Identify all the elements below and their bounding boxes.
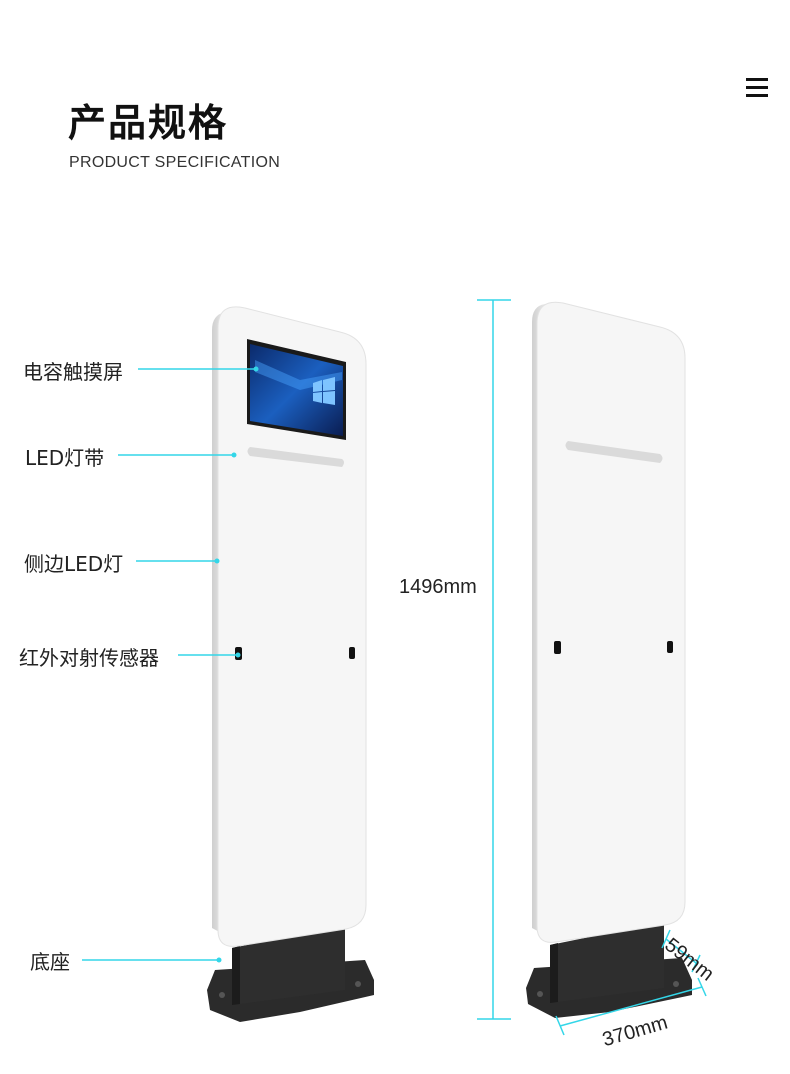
callout-led-strip-label: LED灯带 bbox=[25, 446, 105, 470]
front-view-kiosk bbox=[207, 306, 374, 1022]
dimension-lines bbox=[477, 299, 707, 1036]
rear-ir-sensor-left bbox=[554, 641, 561, 654]
pedestal bbox=[232, 925, 345, 1005]
page-subtitle: PRODUCT SPECIFICATION bbox=[69, 154, 281, 171]
led-strip bbox=[247, 447, 344, 467]
callout-touchscreen-label: 电容触摸屏 bbox=[23, 360, 123, 384]
front-panel bbox=[217, 306, 367, 947]
windows-logo-icon bbox=[313, 377, 335, 405]
rear-ir-sensor-right bbox=[667, 641, 673, 653]
callout-side-led-label: 侧边LED灯 bbox=[24, 552, 124, 576]
rear-led-strip bbox=[565, 441, 663, 463]
height-dimension-label: 1496mm bbox=[399, 576, 477, 598]
callout-ir-sensor-label: 红外对射传感器 bbox=[19, 646, 159, 670]
rear-panel bbox=[536, 301, 686, 943]
hamburger-menu-icon[interactable] bbox=[746, 78, 768, 98]
rear-view-kiosk bbox=[526, 301, 692, 1018]
page-title: 产品规格 bbox=[68, 101, 229, 145]
callout-base-label: 底座 bbox=[30, 950, 70, 974]
touchscreen-display bbox=[250, 344, 343, 436]
callout-lines bbox=[82, 366, 259, 963]
ir-sensor-right bbox=[349, 647, 355, 659]
